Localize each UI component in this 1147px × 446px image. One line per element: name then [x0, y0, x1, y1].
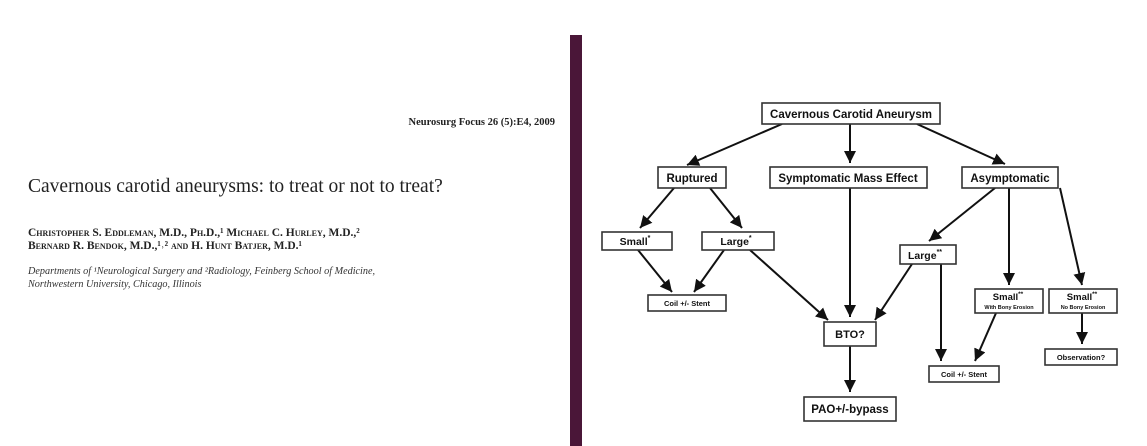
node-small-bony: Small** With Bony Erosion [974, 288, 1044, 314]
node-coil-right: Coil +/- Stent [928, 365, 1000, 383]
node-bto-label: BTO? [835, 329, 865, 341]
journal-citation: Neurosurg Focus 26 (5):E4, 2009 [408, 117, 555, 128]
node-mass-effect: Symptomatic Mass Effect [769, 166, 928, 189]
paper-header: Neurosurg Focus 26 (5):E4, 2009 Cavernou… [0, 0, 570, 446]
edge-asym-smallnobony [1059, 187, 1086, 286]
svg-text:Large*: Large* [720, 235, 752, 248]
node-large-asymptomatic-mark: ** [937, 249, 943, 256]
node-small-ruptured-mark: * [648, 235, 651, 242]
affiliation: Departments of ¹Neurological Surgery and… [28, 265, 375, 291]
svg-text:Small*: Small* [620, 235, 651, 248]
node-observation-label: Observation? [1057, 353, 1106, 362]
svg-text:Small**: Small** [993, 291, 1024, 303]
node-small-nobony-sub: No Bony Erosion [1061, 305, 1106, 311]
edge-ruptured-small [639, 187, 675, 229]
edge-largeasym-bto [874, 263, 913, 321]
edge-large-coil [693, 249, 725, 293]
flowchart-edges [637, 123, 1088, 392]
node-pao: PAO+/-bypass [803, 396, 897, 422]
affiliation-line-2: Northwestern University, Chicago, Illino… [28, 279, 202, 290]
node-coil-left-label: Coil +/- Stent [664, 299, 711, 308]
node-ruptured: Ruptured [657, 166, 727, 189]
node-mass-effect-label: Symptomatic Mass Effect [778, 173, 917, 185]
node-large-asymptomatic-label: Large [908, 250, 937, 262]
flowchart-panel: Cavernous Carotid Aneurysm Ruptured Symp… [582, 0, 1147, 446]
slide-divider-bar [570, 35, 582, 446]
node-small-nobony: Small** No Bony Erosion [1048, 288, 1118, 314]
node-large-ruptured-label: Large [720, 236, 749, 248]
node-pao-label: PAO+/-bypass [811, 404, 888, 416]
edge-large-bto [749, 249, 829, 321]
node-large-asymptomatic: Large** [899, 244, 957, 265]
node-asymptomatic: Asymptomatic [961, 166, 1059, 189]
edge-small-coil [637, 249, 673, 293]
edge-root-ruptured [686, 123, 783, 166]
paper-title: Cavernous carotid aneurysms: to treat or… [28, 176, 443, 197]
edge-root-asymptomatic [916, 123, 1006, 165]
author-list: Christopher S. Eddleman, M.D., Ph.D.,¹ M… [28, 227, 360, 252]
author-line-1: Christopher S. Eddleman, M.D., Ph.D.,¹ M… [28, 227, 360, 239]
svg-text:Large**: Large** [908, 249, 942, 262]
author-line-2: Bernard R. Bendok, M.D.,¹˒² and H. Hunt … [28, 239, 302, 252]
node-large-ruptured: Large* [701, 231, 775, 251]
node-small-bony-mark: ** [1018, 291, 1024, 298]
svg-text:Small**: Small** [1067, 291, 1098, 303]
edge-asym-large [928, 187, 996, 242]
node-small-bony-label: Small [993, 292, 1018, 303]
node-small-nobony-label: Small [1067, 292, 1092, 303]
node-coil-right-label: Coil +/- Stent [941, 370, 988, 379]
node-small-nobony-mark: ** [1092, 291, 1098, 298]
treatment-flowchart: Cavernous Carotid Aneurysm Ruptured Symp… [601, 102, 1118, 422]
node-ruptured-label: Ruptured [666, 173, 717, 185]
node-observation: Observation? [1044, 348, 1118, 366]
node-small-ruptured: Small* [601, 231, 673, 251]
edge-smallbony-coil [974, 312, 997, 362]
node-root: Cavernous Carotid Aneurysm [761, 102, 941, 125]
node-asymptomatic-label: Asymptomatic [970, 173, 1050, 185]
node-bto: BTO? [823, 321, 877, 347]
node-coil-left: Coil +/- Stent [647, 294, 727, 312]
node-small-bony-sub: With Bony Erosion [984, 305, 1034, 311]
node-small-ruptured-label: Small [620, 236, 648, 248]
node-root-label: Cavernous Carotid Aneurysm [770, 109, 932, 121]
edge-ruptured-large [709, 187, 743, 229]
affiliation-line-1: Departments of ¹Neurological Surgery and… [28, 266, 376, 277]
node-large-ruptured-mark: * [749, 235, 752, 242]
